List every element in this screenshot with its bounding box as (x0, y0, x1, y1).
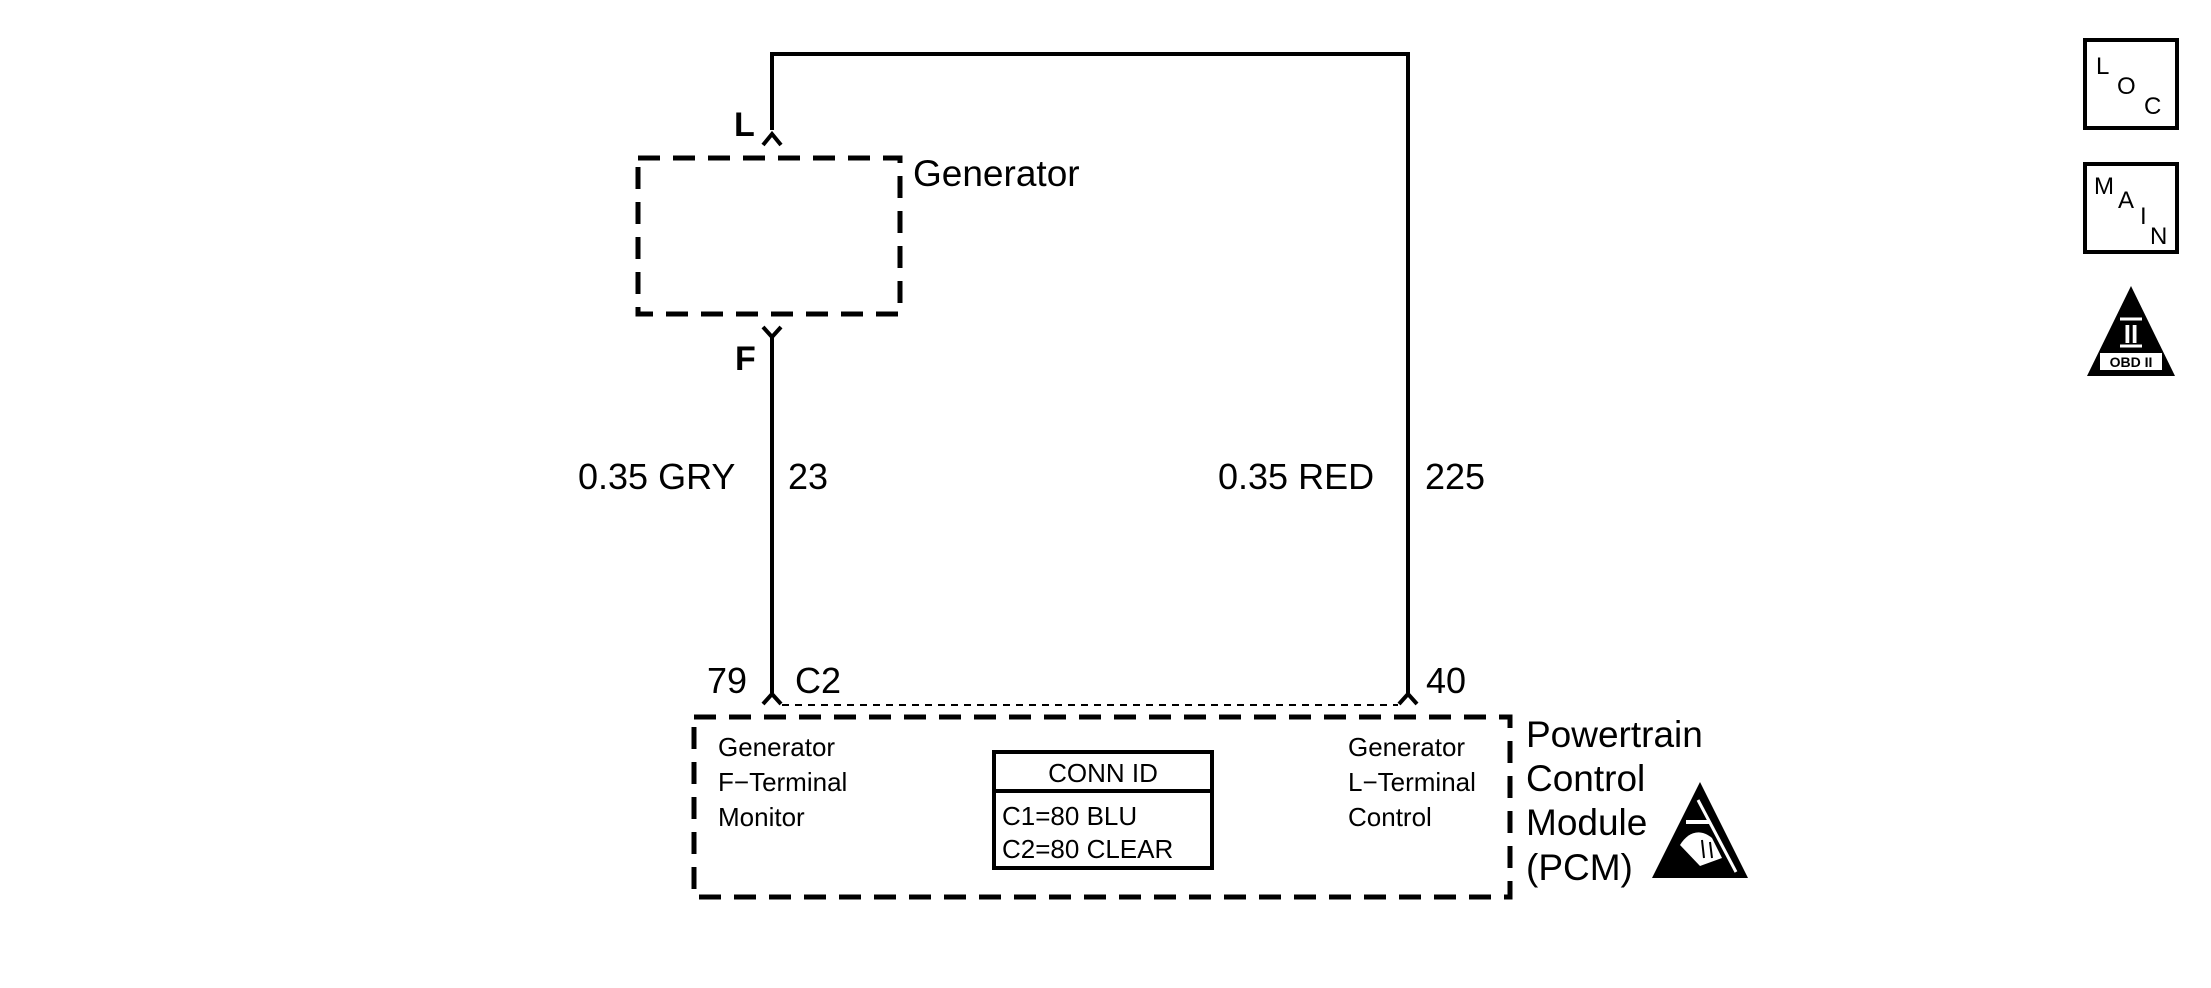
pcm-right-function-line: L−Terminal (1348, 767, 1476, 797)
generator-box (635, 155, 903, 317)
conn-id-box: CONN ID C1=80 BLU C2=80 CLEAR (992, 750, 1214, 870)
pcm-title: Powertrain Control Module (PCM) (1526, 714, 1703, 888)
loc-icon-letter: O (2117, 73, 2136, 100)
pcm-box (691, 714, 1513, 900)
obd-ii-roman: II (2124, 319, 2138, 349)
pcm-title-line: Module (1526, 802, 1647, 843)
loc-icon[interactable]: L O C (2083, 38, 2179, 130)
wire-23-gauge-color: 0.35 GRY (578, 456, 735, 497)
pin-f-label: F (735, 340, 756, 378)
pcm-title-line: Powertrain (1526, 714, 1703, 755)
pcm-left-function-line: F−Terminal (718, 767, 847, 797)
obd-ii-icon[interactable]: II OBD II (2087, 286, 2175, 376)
connector-c2-label: C2 (795, 660, 841, 701)
main-icon-letter: A (2118, 187, 2134, 214)
pcm-right-function-line: Control (1348, 802, 1432, 832)
wire-23-circuit: 23 (788, 456, 828, 497)
wire-225-top-loop (770, 52, 1410, 693)
pcm-right-function: Generator L−Terminal Control (1348, 732, 1476, 832)
pcm-right-function-line: Generator (1348, 732, 1465, 762)
main-icon-letter: M (2094, 173, 2114, 200)
conn-id-row: C1=80 BLU (1002, 801, 1137, 831)
conn-id-header: CONN ID (1048, 758, 1158, 788)
wire-225-gauge-color: 0.35 RED (1218, 456, 1374, 497)
connector-pin-f (761, 325, 783, 340)
generator-label: Generator (913, 153, 1080, 194)
connector-pin-40 (1397, 691, 1419, 706)
loc-icon-letter: L (2096, 53, 2109, 80)
main-icon-letter: N (2150, 223, 2167, 250)
connector-pin-79 (761, 691, 783, 706)
main-icon[interactable]: M A I N (2083, 162, 2179, 254)
conn-id-row: C2=80 CLEAR (1002, 834, 1173, 864)
conn-id-frame (992, 750, 1214, 870)
obd-ii-caption: OBD II (2110, 354, 2153, 370)
pin-40-label: 40 (1426, 660, 1466, 701)
pcm-title-line: (PCM) (1526, 847, 1633, 888)
pcm-left-function-line: Monitor (718, 802, 805, 832)
pcm-title-line: Control (1526, 758, 1645, 799)
pin-l-label: L (734, 106, 755, 144)
pcm-left-function-line: Generator (718, 732, 835, 762)
main-icon-letter: I (2140, 203, 2147, 230)
esd-warning-icon (1652, 782, 1748, 878)
wire-225-circuit: 225 (1425, 456, 1485, 497)
connector-pin-l (761, 130, 783, 147)
pin-79-label: 79 (707, 660, 747, 701)
pcm-left-function: Generator F−Terminal Monitor (718, 732, 847, 832)
loc-icon-letter: C (2144, 93, 2161, 120)
